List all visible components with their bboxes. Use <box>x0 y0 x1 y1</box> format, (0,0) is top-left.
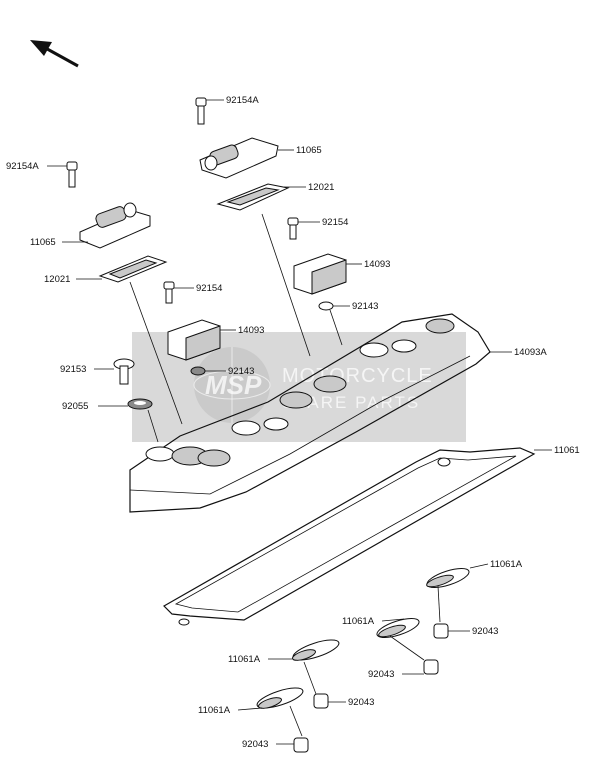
label-92055: 92055 <box>62 401 88 412</box>
label-92143-right: 92143 <box>352 301 378 312</box>
watermark-logo: MSP <box>205 370 262 400</box>
bolt-92153 <box>94 358 135 385</box>
label-14093-left: 14093 <box>238 325 264 336</box>
label-11061a-3: 11061A <box>228 654 261 665</box>
watermark-line2: SPARE PARTS <box>282 393 420 412</box>
bolt-92154-left <box>163 281 194 304</box>
head-cover-14093a <box>129 313 512 513</box>
label-11061: 11061 <box>554 445 580 456</box>
label-92143-left: 92143 <box>228 366 254 377</box>
plug-seal-set-4 <box>237 687 309 753</box>
washer-92143-right <box>318 301 350 311</box>
label-92154-left: 92154 <box>196 283 222 294</box>
plug-seal-set-3 <box>268 639 346 709</box>
label-11065-top: 11065 <box>296 145 322 156</box>
label-92043-3: 92043 <box>348 697 374 708</box>
bolt-92154-right <box>287 217 320 240</box>
holder-14093-right <box>293 253 362 295</box>
label-92154-right: 92154 <box>322 217 348 228</box>
label-14093-right: 14093 <box>364 259 390 270</box>
label-92043-1: 92043 <box>472 626 498 637</box>
plug-seal-set-1 <box>426 563 489 639</box>
label-11061a-4: 11061A <box>198 705 231 716</box>
cover-11065-top <box>199 137 294 179</box>
front-arrow-icon <box>30 40 79 68</box>
seal-92055 <box>98 398 153 410</box>
washer-92143-left <box>190 366 226 376</box>
label-12021-top: 12021 <box>308 182 334 193</box>
plug-seal-set-2 <box>376 617 439 675</box>
label-11065-left: 11065 <box>30 237 56 248</box>
gasket-12021-top <box>216 183 306 211</box>
label-11061a-1: 11061A <box>490 559 523 570</box>
cover-11065-left <box>62 202 151 249</box>
label-92154a-top: 92154A <box>226 95 259 106</box>
label-11061a-2: 11061A <box>342 616 375 627</box>
label-92153: 92153 <box>60 364 86 375</box>
label-92043-4: 92043 <box>242 739 268 750</box>
holder-14093-left <box>167 319 236 361</box>
gasket-11061 <box>163 447 552 626</box>
gasket-12021-left <box>76 255 168 283</box>
label-14093a: 14093A <box>514 347 547 358</box>
bolt-92154a-top <box>195 97 224 125</box>
label-92043-2: 92043 <box>368 669 394 680</box>
label-12021-left: 12021 <box>44 274 70 285</box>
bolt-92154a-left <box>47 161 78 188</box>
watermark-line1: MOTORCYCLE <box>282 365 433 387</box>
label-92154a-left: 92154A <box>6 161 39 172</box>
